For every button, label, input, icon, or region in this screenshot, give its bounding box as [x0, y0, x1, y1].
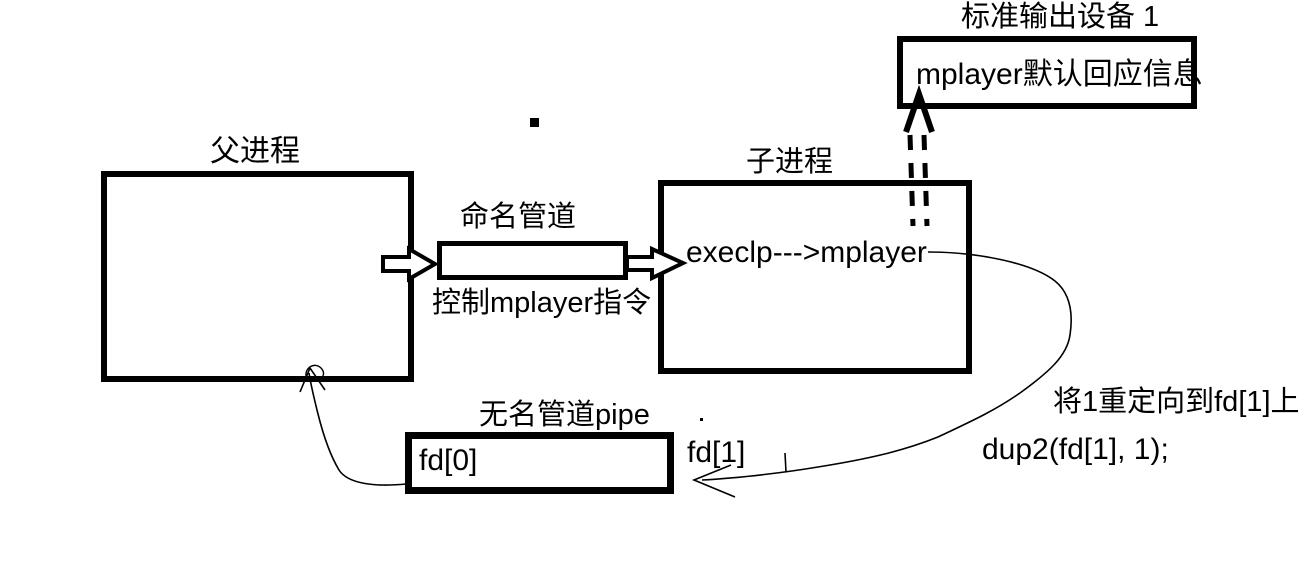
arrow-child-to-stdout-dashed	[903, 84, 935, 227]
arrow-pipe-to-parent-curve	[299, 364, 407, 486]
stdout-device-box	[897, 36, 1197, 109]
stray-tick	[784, 452, 787, 473]
arrow-parent-to-named-pipe	[381, 245, 440, 283]
parent-process-box	[101, 171, 414, 382]
arrow-named-pipe-to-child	[625, 245, 688, 282]
unnamed-pipe-title: 无名管道pipe	[479, 399, 650, 431]
redirect-annotation: 将1重定向到fd[1]上	[1053, 386, 1300, 418]
named-pipe-caption: 控制mplayer指令	[432, 287, 652, 319]
stdout-device-content: mplayer默认回应信息	[916, 58, 1203, 91]
child-process-content: execlp--->mplayer	[686, 236, 927, 269]
parent-process-title: 父进程	[210, 135, 300, 168]
named-pipe-title: 命名管道	[460, 201, 577, 233]
dup2-code-annotation: dup2(fd[1], 1);	[982, 433, 1169, 466]
fd1-label: fd[1]	[687, 436, 746, 469]
stdout-device-title: 标准输出设备 1	[961, 1, 1160, 33]
unnamed-pipe-box	[405, 432, 674, 494]
child-process-title: 子进程	[746, 146, 834, 178]
stray-tiny-dot	[700, 418, 703, 421]
stray-square-dot	[530, 118, 539, 127]
fd0-label: fd[0]	[419, 444, 478, 477]
arrow-mplayer-to-fd1-curve	[691, 251, 1072, 498]
named-pipe-box	[437, 241, 628, 280]
child-process-box	[658, 180, 972, 374]
